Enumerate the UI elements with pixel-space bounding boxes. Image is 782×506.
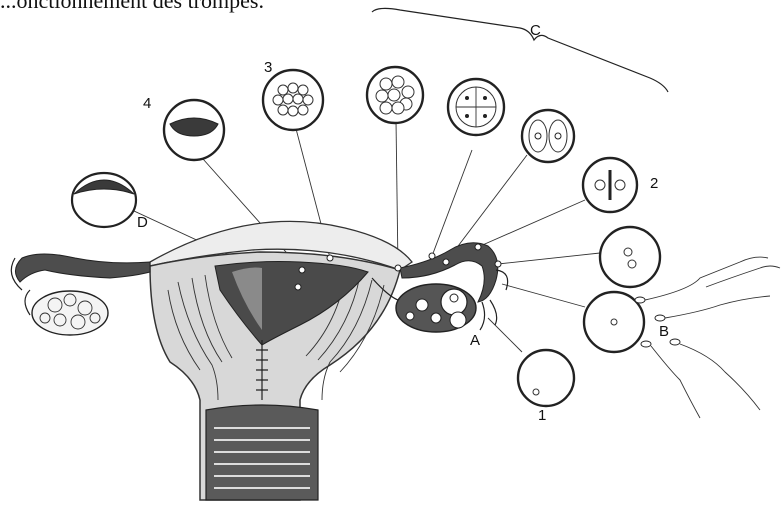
label-c: C (530, 22, 541, 39)
sperm-cells-b (635, 257, 780, 418)
stage-4-blastocyst (164, 100, 224, 160)
stage-two-cell (522, 110, 574, 162)
stage-eight-cell (367, 67, 423, 123)
stage-1-oocyte (518, 350, 574, 406)
stage-3-morula (263, 70, 323, 130)
label-4: 4 (143, 95, 151, 112)
label-1: 1 (538, 407, 546, 424)
stage-four-cell (448, 79, 504, 135)
label-d: D (137, 214, 148, 231)
hatched-blastocyst-d (72, 173, 136, 227)
uterus-illustration (11, 221, 507, 500)
label-a: A (470, 332, 480, 349)
label-2: 2 (650, 175, 658, 192)
label-3: 3 (264, 59, 272, 76)
label-b: B (659, 323, 669, 340)
cropped-heading-text: ...onctionnement des trompes. (0, 0, 264, 14)
ovarian-follicle-small (416, 299, 428, 311)
stage-2-first-division (583, 158, 637, 212)
zygote-pronuclei (600, 227, 660, 287)
left-fallopian-tube (15, 254, 150, 282)
